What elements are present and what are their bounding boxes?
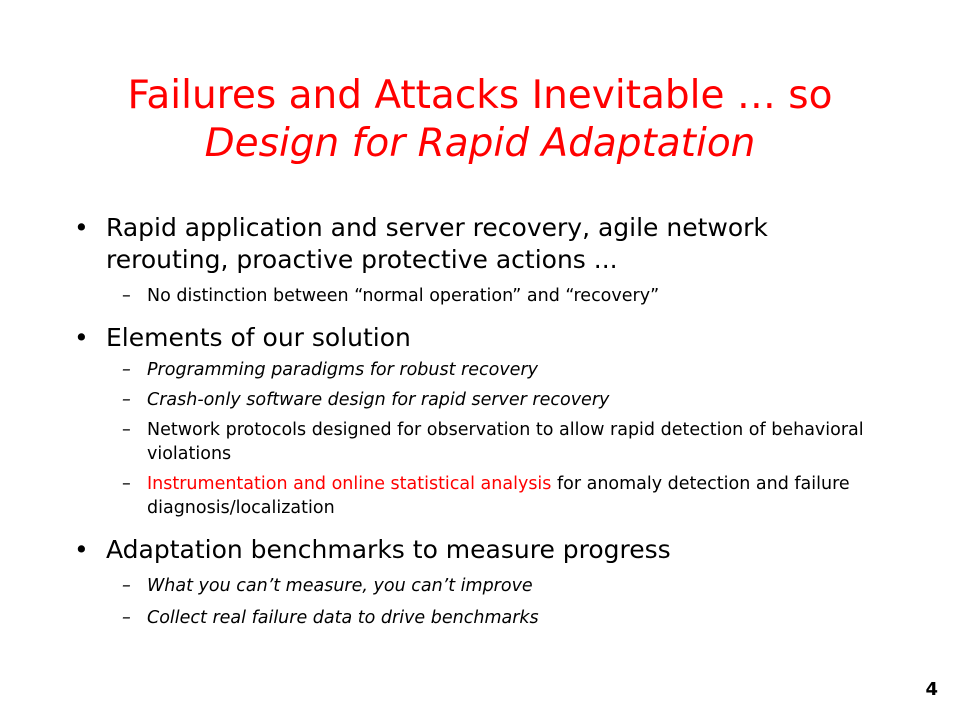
bullet-text: Rapid application and server recovery, a… <box>106 213 768 274</box>
page-number: 4 <box>925 679 938 700</box>
title-line-1: Failures and Attacks Inevitable … so <box>127 73 833 118</box>
sub-bullet-item: – Network protocols designed for observa… <box>74 418 894 466</box>
slide-body: • Rapid application and server recovery,… <box>74 212 894 630</box>
dash-marker: – <box>122 360 131 380</box>
bullet-marker: • <box>74 213 89 242</box>
sub-bullet-item: – Instrumentation and online statistical… <box>74 472 894 520</box>
sub-bullet-item: – No distinction between “normal operati… <box>74 284 894 308</box>
bullet-marker: • <box>74 535 89 564</box>
bullet-item: • Adaptation benchmarks to measure progr… <box>74 534 894 566</box>
dash-marker: – <box>122 286 131 306</box>
dash-marker: – <box>122 390 131 410</box>
sub-bullet-text: Crash-only software design for rapid ser… <box>147 390 610 410</box>
sub-bullet-text: Programming paradigms for robust recover… <box>147 360 538 380</box>
bullet-marker: • <box>74 323 89 352</box>
sub-bullet-text: What you can’t measure, you can’t improv… <box>147 576 533 596</box>
highlighted-text: Instrumentation and online statistical a… <box>147 474 552 494</box>
bullet-text: Elements of our solution <box>106 323 411 352</box>
dash-marker: – <box>122 420 131 440</box>
bullet-text: Adaptation benchmarks to measure progres… <box>106 535 671 564</box>
dash-marker: – <box>122 474 131 494</box>
sub-bullet-text: for anomaly detection and failure diagno… <box>147 474 850 518</box>
slide-title: Failures and Attacks Inevitable … so Des… <box>0 72 960 168</box>
sub-bullet-item: – Programming paradigms for robust recov… <box>74 358 894 382</box>
sub-bullet-item: – Crash-only software design for rapid s… <box>74 388 894 412</box>
bullet-item: • Rapid application and server recovery,… <box>74 212 894 276</box>
title-line-2: Design for Rapid Adaptation <box>204 121 756 166</box>
bullet-item: • Elements of our solution <box>74 322 894 354</box>
dash-marker: – <box>122 576 131 596</box>
dash-marker: – <box>122 608 131 628</box>
sub-bullet-text: No distinction between “normal operation… <box>147 286 660 306</box>
sub-bullet-item: – Collect real failure data to drive ben… <box>74 606 894 630</box>
sub-bullet-item: – What you can’t measure, you can’t impr… <box>74 574 894 598</box>
sub-bullet-text: Network protocols designed for observati… <box>147 420 864 464</box>
sub-bullet-text: Collect real failure data to drive bench… <box>147 608 539 628</box>
